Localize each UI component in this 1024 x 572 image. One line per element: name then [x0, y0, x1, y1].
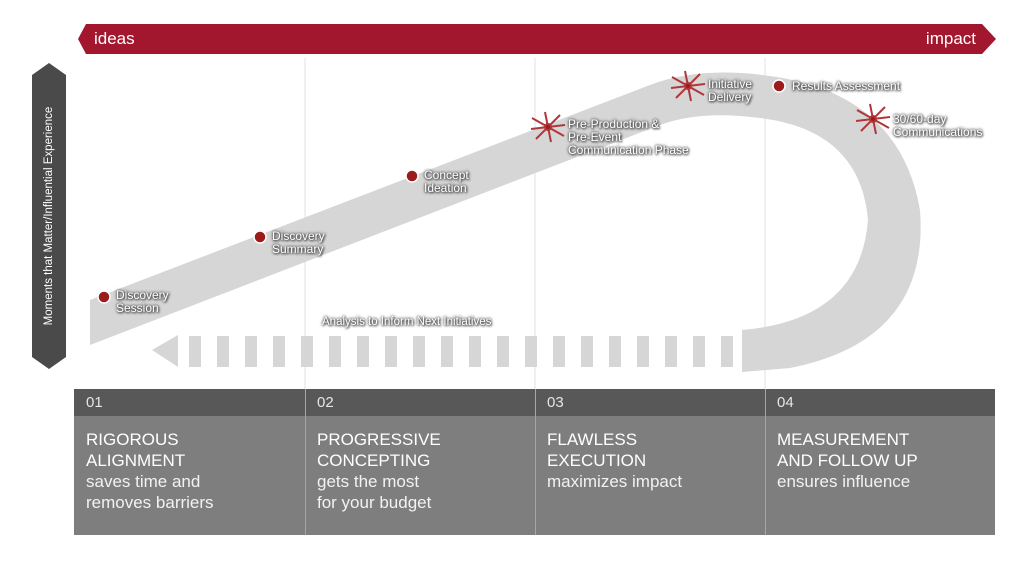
- phase-subtitle: maximizes impact: [547, 472, 683, 491]
- return-arrow-segment: [273, 336, 285, 367]
- node-label-text: Pre-Production & Pre-Event Communication…: [568, 117, 689, 157]
- dot-marker-icon: [772, 79, 786, 93]
- column-divider: [535, 389, 536, 535]
- ideas-impact-banner: ideas impact: [78, 24, 996, 54]
- phase-header: 02: [305, 389, 535, 416]
- return-arrow-segment: [665, 336, 677, 367]
- burst-marker-icon: [670, 70, 706, 102]
- return-arrow-segment: [525, 336, 537, 367]
- return-arrow-segment: [553, 336, 565, 367]
- burst-marker-icon: [855, 103, 891, 135]
- phase-number: 02: [317, 394, 334, 411]
- node-label-text: 30/60-day Communications: [893, 112, 983, 139]
- return-arrow-segment: [581, 336, 593, 367]
- return-arrow-segment: [441, 336, 453, 367]
- phase-body: MEASUREMENT AND FOLLOW UP ensures influe…: [765, 416, 995, 535]
- return-arrow-segment: [721, 336, 733, 367]
- return-arrow-segment: [609, 336, 621, 367]
- banner-impact-label: impact: [925, 29, 976, 48]
- node-label-pre-production: Pre-Production & Pre-Event Communication…: [568, 118, 689, 157]
- node-label-text: Discovery Session: [116, 288, 169, 315]
- phase-subtitle: saves time and removes barriers: [86, 472, 214, 512]
- side-banner-shape: [32, 63, 66, 369]
- column-divider: [765, 389, 766, 535]
- node-label-initiative-delivery: Initiative Delivery: [708, 78, 752, 104]
- phase-body: RIGOROUS ALIGNMENT saves time and remove…: [74, 416, 305, 535]
- return-arrow-segment: [469, 336, 481, 367]
- banner-ideas-label: ideas: [94, 29, 135, 48]
- phase-column-01: 01 RIGOROUS ALIGNMENT saves time and rem…: [74, 389, 305, 535]
- return-arrow-head: [152, 335, 178, 367]
- return-arrow-segment: [329, 336, 341, 367]
- phase-body: PROGRESSIVE CONCEPTING gets the most for…: [305, 416, 535, 535]
- node-label-text: Results Assessment: [792, 79, 901, 93]
- dot-marker-icon: [405, 169, 419, 183]
- banner-arrow-shape: [78, 24, 996, 54]
- phase-column-04: 04 MEASUREMENT AND FOLLOW UP ensures inf…: [765, 389, 995, 535]
- node-label-day-communications: 30/60-day Communications: [893, 113, 982, 139]
- node-label-text: Discovery Summary: [272, 229, 325, 256]
- node-label-concept-ideation: Concept Ideation: [424, 169, 469, 195]
- phase-subtitle: gets the most for your budget: [317, 472, 432, 512]
- phase-column-02: 02 PROGRESSIVE CONCEPTING gets the most …: [305, 389, 535, 535]
- phase-title: PROGRESSIVE CONCEPTING: [317, 430, 441, 470]
- return-arrow-segment: [301, 336, 313, 367]
- return-arrow-segment: [413, 336, 425, 367]
- phase-column-03: 03 FLAWLESS EXECUTION maximizes impact: [535, 389, 765, 535]
- dot-marker-icon: [253, 230, 267, 244]
- return-arrow-segment: [497, 336, 509, 367]
- phase-body: FLAWLESS EXECUTION maximizes impact: [535, 416, 765, 535]
- node-label-discovery-session: Discovery Session: [116, 289, 169, 315]
- return-arrow-segment: [637, 336, 649, 367]
- return-arrow-segment: [693, 336, 705, 367]
- return-arrow-segment: [189, 336, 201, 367]
- return-arrow: [152, 335, 733, 367]
- node-label-text: Concept Ideation: [424, 168, 469, 195]
- journey-path: [90, 72, 921, 372]
- phase-number: 01: [86, 394, 103, 411]
- phase-number: 03: [547, 394, 564, 411]
- column-divider: [305, 389, 306, 535]
- dot-marker-icon: [97, 290, 111, 304]
- return-arrow-label: Analysis to Inform Next Initiatives: [322, 316, 492, 328]
- phase-header: 04: [765, 389, 995, 416]
- burst-marker-icon: [530, 111, 566, 143]
- phase-title: FLAWLESS EXECUTION: [547, 430, 647, 470]
- phase-columns: 01 RIGOROUS ALIGNMENT saves time and rem…: [74, 389, 995, 535]
- node-label-results-assessment: Results Assessment: [792, 80, 900, 93]
- phase-subtitle: ensures influence: [777, 472, 911, 491]
- side-banner: Moments that Matter/Influential Experien…: [32, 63, 66, 369]
- return-arrow-segment: [217, 336, 229, 367]
- phase-title: MEASUREMENT AND FOLLOW UP: [777, 430, 918, 470]
- return-arrow-segment: [357, 336, 369, 367]
- node-label-discovery-summary: Discovery Summary: [272, 230, 325, 256]
- phase-header: 01: [74, 389, 305, 416]
- phase-number: 04: [777, 394, 794, 411]
- phase-title: RIGOROUS ALIGNMENT: [86, 430, 186, 470]
- return-arrow-segment: [385, 336, 397, 367]
- phase-header: 03: [535, 389, 765, 416]
- side-banner-label: Moments that Matter/Influential Experien…: [43, 106, 55, 326]
- return-arrow-segment: [245, 336, 257, 367]
- node-label-text: Initiative Delivery: [708, 77, 753, 104]
